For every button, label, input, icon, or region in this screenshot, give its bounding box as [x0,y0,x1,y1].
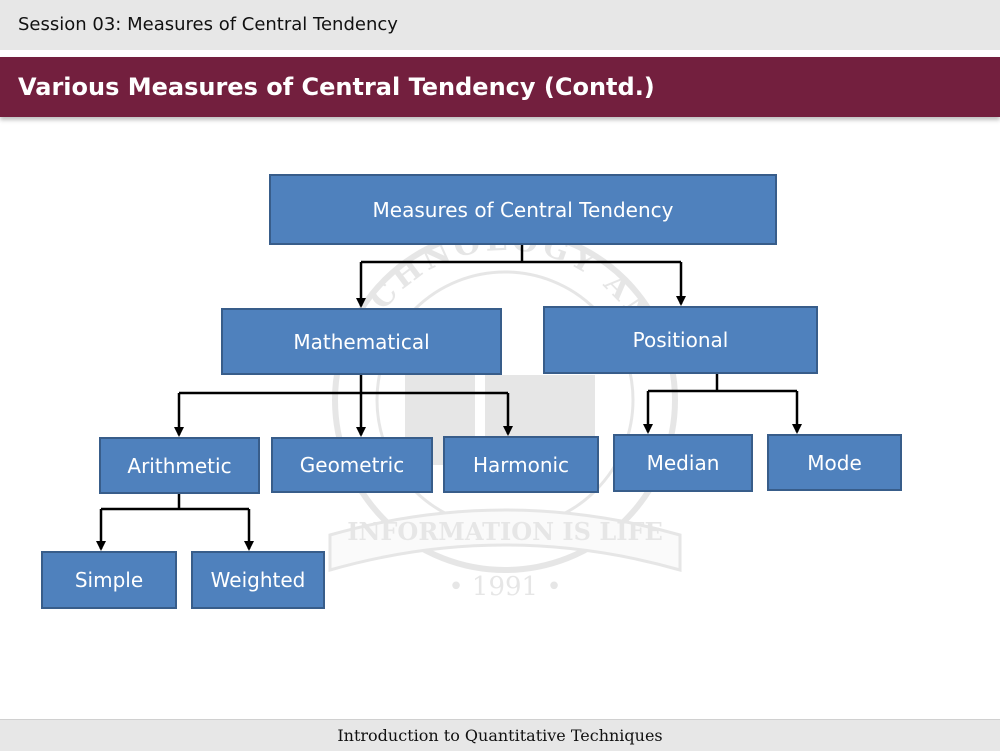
node-label: Simple [74,568,144,592]
node-median: Median [613,434,753,492]
node-label: Weighted [210,568,306,592]
seal-year: • 1991 • [448,572,561,602]
session-header: Session 03: Measures of Central Tendency [0,0,1000,50]
footer: Introduction to Quantitative Techniques [0,719,1000,751]
node-positional: Positional [543,306,818,374]
footer-text: Introduction to Quantitative Techniques [337,726,663,745]
seal-motto: INFORMATION IS LIFE [347,517,663,546]
node-mode: Mode [767,434,902,491]
session-title: Session 03: Measures of Central Tendency [18,14,398,35]
node-label: Arithmetic [127,453,232,478]
slide-title-bar: Various Measures of Central Tendency (Co… [0,57,1000,117]
node-label: Mode [807,450,862,475]
node-label: Positional [632,328,729,352]
seal-watermark: TECHNOLOGY AND INFORMATION IS LIFE • 199… [328,225,682,602]
node-measures-of-central-tendency: Measures of Central Tendency [269,174,777,245]
node-label: Mathematical [293,329,430,354]
node-label: Harmonic [472,452,570,477]
node-arithmetic: Arithmetic [99,437,260,494]
node-geometric: Geometric [271,437,433,493]
node-weighted: Weighted [191,551,325,609]
node-label: Measures of Central Tendency [372,197,674,222]
slide-title: Various Measures of Central Tendency (Co… [18,73,655,101]
node-label: Geometric [299,453,405,477]
node-harmonic: Harmonic [443,436,599,493]
node-simple: Simple [41,551,177,609]
node-label: Median [646,451,720,475]
node-mathematical: Mathematical [221,308,502,375]
